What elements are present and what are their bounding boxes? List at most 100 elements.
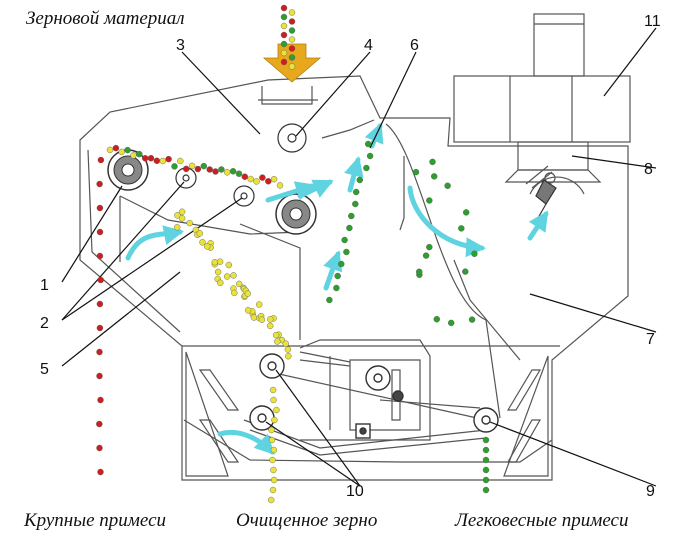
particle-feed — [188, 162, 196, 170]
particle-clean — [269, 486, 277, 494]
particle-incoming — [288, 63, 296, 70]
particle-clean — [268, 436, 276, 444]
particle-feed — [106, 146, 114, 154]
particle-incoming — [288, 45, 296, 52]
particle-coarse — [97, 468, 104, 476]
particle-clean — [268, 426, 275, 434]
particle-incoming — [280, 22, 288, 30]
particle-layer — [96, 4, 490, 504]
particle-light-chamber — [422, 252, 430, 259]
particle-incoming — [288, 18, 296, 25]
particle-grain — [203, 243, 211, 250]
callout-1: 1 — [40, 277, 49, 294]
particle-feed — [259, 174, 266, 181]
particle-feed — [124, 146, 131, 154]
particle-light-channel — [365, 140, 372, 148]
particle-coarse — [97, 396, 104, 404]
particle-light-chamber — [431, 173, 438, 180]
title-label: Зерновой материал — [26, 8, 185, 29]
particle-grain — [282, 340, 289, 347]
particle-clean — [269, 456, 276, 464]
particle-grain — [217, 279, 224, 286]
particle-grain — [274, 338, 281, 345]
particle-clean — [271, 416, 278, 424]
particle-feed — [153, 157, 161, 165]
particle-light-out — [482, 486, 490, 494]
particle-grain — [256, 301, 263, 308]
particle-incoming — [280, 49, 288, 57]
output-label-clean: Очищенное зерно — [236, 510, 378, 531]
particle-grain — [214, 268, 222, 276]
callout-2: 2 — [40, 315, 49, 332]
particle-incoming — [280, 31, 288, 39]
particle-light-chamber — [416, 268, 423, 275]
particle-incoming — [280, 13, 288, 21]
particle-light-chamber — [462, 268, 469, 275]
particle-light-channel — [356, 176, 363, 184]
particle-grain — [272, 331, 280, 339]
brush-wheel-b — [233, 185, 255, 207]
particle-light-chamber — [448, 319, 455, 327]
particle-feed — [270, 175, 278, 183]
callout-3: 3 — [176, 37, 185, 54]
particle-grain — [178, 215, 186, 222]
particle-coarse — [96, 300, 104, 308]
particle-grain — [284, 346, 292, 353]
particle-incoming — [280, 40, 288, 48]
particle-feed — [241, 173, 249, 180]
particle-clean — [273, 406, 280, 414]
callout-11: 11 — [644, 13, 661, 30]
particle-light-chamber — [458, 225, 465, 232]
particle-feed — [265, 178, 272, 185]
particle-feed — [136, 150, 143, 158]
particle-grain — [211, 259, 219, 266]
particle-clean — [270, 446, 278, 454]
particle-light-out — [482, 456, 490, 464]
drum-4 — [277, 123, 307, 153]
roller-left — [107, 149, 149, 191]
particle-light-out — [482, 446, 490, 454]
particle-feed — [147, 154, 155, 162]
particle-light-chamber — [433, 316, 440, 323]
particle-feed — [171, 163, 178, 170]
particle-grain — [216, 258, 224, 265]
particle-feed — [276, 182, 284, 189]
particle-feed — [112, 144, 120, 152]
leader-lines — [61, 27, 657, 487]
particle-light-channel — [334, 272, 341, 280]
particle-feed — [159, 157, 167, 165]
particle-light-channel — [366, 152, 374, 160]
particle-grain — [285, 353, 292, 360]
callout-9: 9 — [646, 483, 655, 500]
callout-numbers: 3 4 6 11 8 7 9 10 1 2 5 — [40, 13, 661, 500]
right-leg-frame — [503, 355, 549, 477]
roller-middle — [275, 193, 317, 235]
particle-light-chamber — [429, 158, 436, 166]
roller-drive — [355, 365, 404, 439]
particle-incoming — [288, 27, 296, 34]
particle-light-channel — [348, 212, 355, 220]
particle-grain — [196, 230, 204, 237]
particle-coarse — [97, 276, 104, 284]
particle-light-channel — [341, 236, 348, 244]
particle-grain — [267, 322, 274, 330]
particle-grain — [235, 280, 243, 288]
particle-feed — [118, 148, 125, 156]
particle-grain — [230, 272, 237, 279]
particle-grain — [225, 261, 233, 269]
particle-grain — [231, 289, 238, 297]
particle-coarse — [96, 324, 104, 332]
callout-6: 6 — [410, 37, 419, 54]
particle-grain — [223, 273, 231, 280]
roller-10a — [259, 353, 285, 379]
particle-light-channel — [338, 260, 345, 268]
output-label-light: Легковесные примеси — [455, 510, 629, 531]
particle-clean — [269, 386, 277, 394]
particle-feed — [218, 166, 225, 173]
particle-light-chamber — [468, 316, 476, 323]
particle-incoming — [288, 36, 296, 43]
particle-light-channel — [326, 296, 333, 304]
particle-coarse — [97, 156, 105, 164]
callout-5: 5 — [40, 361, 49, 378]
